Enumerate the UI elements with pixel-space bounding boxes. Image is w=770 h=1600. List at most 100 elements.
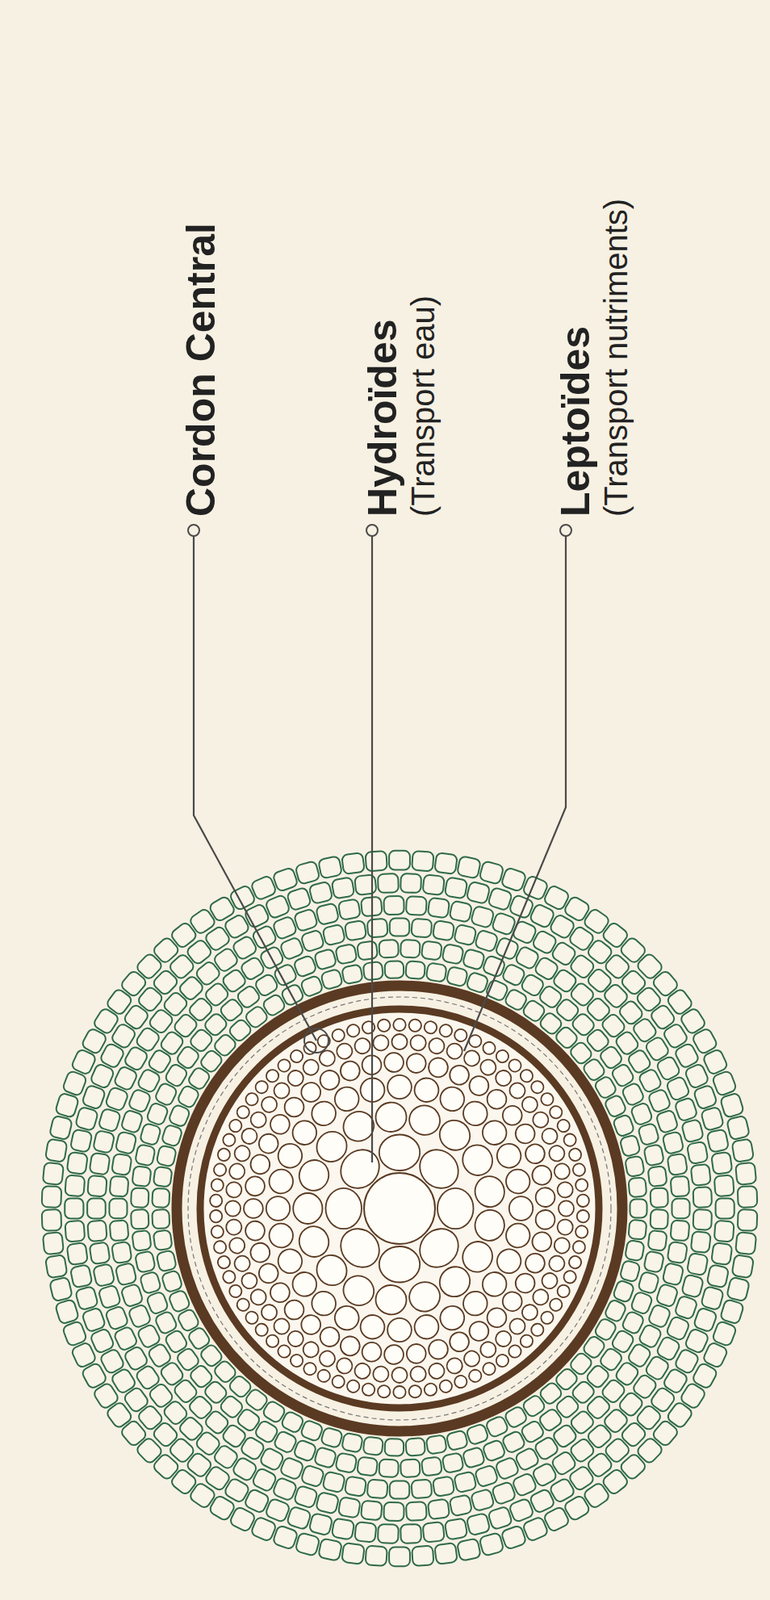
cortex-cell [465,1422,490,1445]
cortex-cell [655,1283,679,1308]
strand-cell [213,1239,228,1255]
cortex-cell [719,1092,745,1118]
cortex-cell [411,1545,434,1566]
cortex-cell [383,895,404,915]
cortex-cell [272,1524,298,1550]
strand-cell [300,1056,322,1078]
cortex-cell [120,1108,144,1134]
strand-cell [530,1286,552,1308]
cortex-cell [341,963,364,984]
leader-end-ring [304,1028,329,1053]
cortex-cell [151,1209,170,1229]
strand-cell [547,1296,565,1314]
leader-dot [560,524,572,536]
cortex-cell [70,1128,93,1152]
cortex-cell [344,1475,368,1497]
cortex-cell [131,1165,151,1187]
strand-cell [412,1075,442,1105]
cortex-cell [400,1458,420,1477]
strand-cell [300,1339,322,1361]
cortex-cell [120,1283,144,1308]
cortex-cell [630,1101,654,1126]
strand-cell [379,1134,420,1171]
strand-cell [232,1143,252,1164]
strand-cell [225,1180,243,1198]
cortex-cell [405,960,426,979]
cortex-cell [286,1506,312,1531]
cortex-cell [726,1115,750,1141]
strand-cell [574,1224,589,1239]
strand-cell [561,1268,578,1285]
cortex-cell [300,1418,324,1442]
strand-cell [528,1078,546,1096]
strand-cell [467,1367,484,1384]
cortex-cell [146,1101,170,1126]
cortex-cell [487,1506,513,1531]
strand-cell [444,1355,465,1376]
cortex-cell [630,1198,648,1218]
cortex-cell [313,1446,338,1469]
cortex-cell [737,1209,758,1231]
strand-cell [360,1340,384,1364]
strand-cell [446,1062,472,1088]
strand-cell [461,1347,483,1369]
cortex-cell [444,876,469,899]
cortex-cell [300,975,324,998]
cortex-cell [731,1254,754,1278]
cortex-cell [681,1273,704,1298]
strand-cell [535,1186,556,1207]
strand-cell [567,1146,583,1163]
cortex-cell [62,1320,88,1348]
cortex-cell [693,1209,712,1231]
cortex-cell [161,1124,184,1147]
strand-cell [391,1367,407,1383]
cortex-cell [115,1262,138,1286]
cortex-cell [466,1512,491,1536]
cortex-cell [726,1276,750,1302]
strand-cell [315,1033,332,1050]
leader-dot [188,524,200,536]
strand-cell [252,1321,270,1339]
cortex-cell [474,929,499,953]
cortex-cell [421,940,443,960]
cortex-cell [684,1062,710,1089]
cortex-cell [89,1152,111,1176]
cortex-cell [272,915,298,940]
strand-cell [216,1254,232,1270]
cortex-cell [315,902,339,925]
strand-cell [361,1020,377,1034]
strand-cell [387,1075,412,1099]
cortex-cell [470,1488,495,1512]
cortex-cell [75,1285,99,1311]
cortex-cell [619,1134,641,1157]
leader-lines [188,524,572,1163]
cortex-cell [363,1435,384,1455]
strand-cell [263,1067,282,1085]
strand-cell [437,1188,474,1229]
cortex-cell [410,1478,432,1499]
cortex-cell [500,866,527,892]
cortex-cell [385,960,405,979]
part-label: Hydroïdes [360,318,406,517]
cortex-cell [367,918,389,938]
strand-cell [384,1052,405,1073]
cortex-cell [700,1285,724,1311]
cortex-cell [45,1138,68,1163]
strand-cell [353,1361,373,1381]
strand-cell [438,1378,454,1394]
cortex-cell [334,1452,358,1474]
strand-cell [444,1041,465,1061]
strand-cell [227,1162,247,1181]
cortex-cell [719,1298,745,1325]
strand-cell [247,1151,273,1176]
strand-cell [405,1343,427,1365]
cortex-cell [522,1515,549,1542]
cortex-cell [294,860,320,885]
cortex-cell [115,1130,138,1155]
strand-cell [530,1108,552,1130]
strand-cell [301,1360,319,1377]
cortex-cell [354,874,377,896]
cortex-cell [308,1512,333,1536]
cortex-cell [619,1259,641,1283]
cortex-cell [478,860,504,885]
